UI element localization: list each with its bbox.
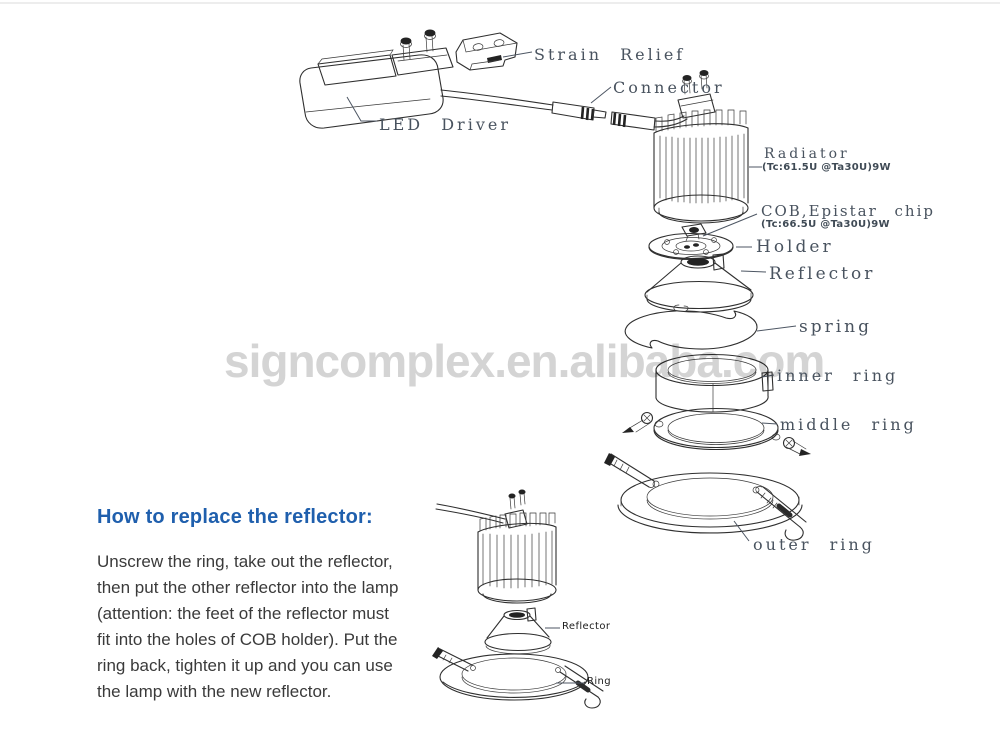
label-mini-ring: Ring	[587, 676, 612, 687]
led-driver-drawing	[299, 29, 454, 129]
reflector-drawing	[644, 253, 754, 313]
label-strain-relief: Strain Relief	[534, 45, 686, 64]
inner-ring-drawing	[655, 353, 774, 413]
replacement-diagram-line-art	[432, 489, 604, 709]
radiator-drawing	[653, 70, 749, 224]
label-spring: spring	[799, 317, 873, 337]
cable-connector-drawing	[440, 89, 688, 131]
howto-body: Unscrew the ring, take out the reflector…	[97, 552, 399, 701]
holder-drawing	[648, 232, 734, 261]
label-cob-chip: COB,Epistar chip	[761, 202, 935, 220]
howto-section: How to replace the reflector: Unscrew th…	[97, 506, 442, 705]
label-outer-ring: outer ring	[753, 535, 875, 554]
label-reflector: Reflector	[769, 264, 876, 284]
label-connector: Connector	[613, 78, 725, 97]
label-inner-ring: inner ring	[777, 366, 899, 385]
strain-relief-drawing	[455, 32, 518, 71]
leader-lines	[346, 51, 797, 542]
spring-drawing	[624, 304, 758, 350]
middle-ring-drawing	[622, 407, 811, 456]
howto-title: How to replace the reflector:	[97, 506, 373, 528]
label-cob-spec: (Tc:66.5U @Ta30U)9W	[761, 219, 890, 230]
label-middle-ring: middle ring	[780, 415, 917, 434]
label-radiator: Radiator	[764, 146, 850, 162]
outer-ring-drawing	[604, 453, 807, 541]
label-holder: Holder	[756, 237, 834, 257]
cob-chip-drawing	[681, 223, 707, 242]
label-mini-reflector: Reflector	[562, 621, 611, 632]
label-led-driver: LED Driver	[379, 115, 511, 134]
top-border-line	[0, 2, 1000, 4]
label-radiator-spec: (Tc:61.5U @Ta30U)9W	[762, 162, 891, 173]
